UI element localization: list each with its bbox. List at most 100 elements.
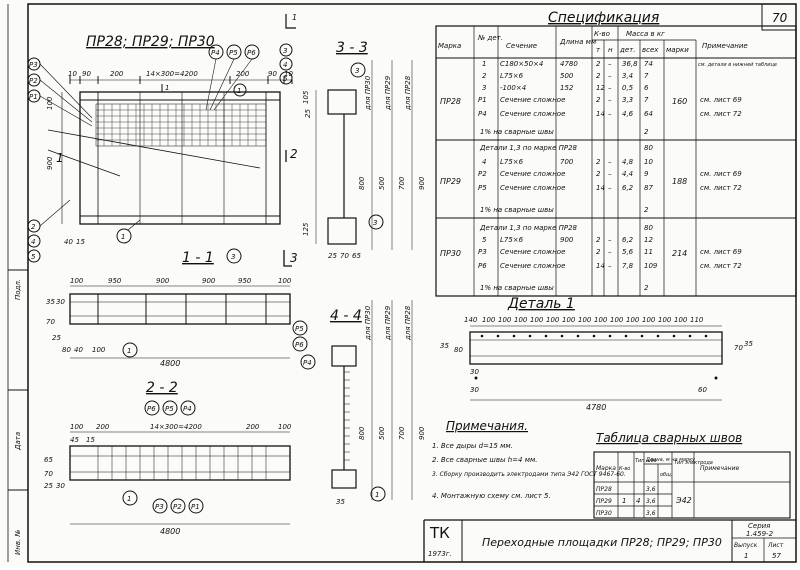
section-1-1-length: 4800 [160,359,180,368]
margin-label-date: Дата [14,432,22,451]
svg-text:100: 100 [546,316,560,324]
svg-text:1: 1 [121,233,125,241]
svg-text:Детали 1,3 по марке ПР28: Детали 1,3 по марке ПР28 [479,144,578,152]
svg-text:2: 2 [644,128,649,136]
side-dim: 25 [52,334,61,342]
detail-1-side-dim: 80 [454,346,463,354]
svg-text:0,5: 0,5 [622,84,634,92]
top-dim: 90 [82,70,91,78]
svg-text:Марка: Марка [596,465,616,472]
direction-arrow [47,129,261,169]
callout-3 [368,214,384,230]
svg-text:100: 100 [70,277,84,285]
section-4-4-top-profile [331,345,357,367]
svg-text:н: н [608,46,613,54]
svg-text:80: 80 [644,144,653,152]
margin-label-stamp: Подл. [14,279,22,300]
svg-text:4: 4 [31,238,35,246]
svg-text:2: 2 [596,158,601,166]
title-block-org: ТК [429,524,450,542]
svg-text:Р3: Р3 [478,248,487,256]
svg-text:6,2: 6,2 [622,236,634,244]
note-item: 4. Монтажную схему см. лист 5. [432,492,551,500]
svg-text:ПР29: ПР29 [440,177,461,186]
svg-text:500: 500 [560,72,574,80]
svg-text:Тип шва: Тип шва [635,458,657,464]
svg-text:70: 70 [340,252,349,260]
svg-text:Сечение: Сечение [506,42,537,50]
svg-text:214: 214 [672,249,687,258]
section-3-3-level-markings: для ПР30 для ПР29 для ПР28 500 700 900 8… [358,60,426,250]
svg-text:4,8: 4,8 [622,158,634,166]
svg-text:см. лист 72: см. лист 72 [700,110,742,118]
svg-text:900: 900 [202,277,216,285]
svg-text:–: – [608,248,612,256]
top-dim: 200 [236,70,250,78]
side-dim: 40 [74,346,83,354]
svg-text:1: 1 [482,60,486,68]
section-2-2-callouts-top: Р6 Р5 Р4 [144,400,196,416]
weld-table-grid [593,451,791,519]
side-dim: 70 [44,470,53,478]
svg-text:5,6: 5,6 [622,248,634,256]
spec-header: Марка № дет. Сечение Длина мм К-во т н М… [438,30,748,54]
svg-text:для ПР29: для ПР29 [384,75,392,111]
svg-text:100: 100 [514,316,528,324]
svg-text:–: – [608,84,612,92]
svg-text:14: 14 [596,184,605,192]
svg-text:Р1: Р1 [478,96,487,104]
svg-text:700: 700 [398,426,406,440]
svg-text:500: 500 [378,176,386,190]
svg-text:–: – [608,170,612,178]
top-cut-mark [285,14,296,29]
svg-text:100: 100 [562,316,576,324]
svg-text:140: 140 [464,316,478,324]
callout-1 [122,342,138,358]
svg-text:Р5: Р5 [165,405,174,413]
svg-text:-100×4: -100×4 [500,84,526,92]
section-4-4-bottom-profile [331,469,357,489]
svg-text:500: 500 [378,426,386,440]
svg-text:для ПР28: для ПР28 [404,305,412,341]
side-dim: 100 [92,346,106,354]
svg-text:Р3: Р3 [155,503,164,511]
detail-1-title: Деталь 1 [507,296,575,312]
detail-1-holes [474,334,718,380]
svg-text:ПР28: ПР28 [596,486,612,493]
svg-text:125: 125 [302,222,310,236]
svg-text:Масса в кг: Масса в кг [626,30,665,38]
svg-text:Р6: Р6 [478,262,487,270]
main-side-dims: 100 900 40 15 [46,92,85,246]
svg-text:–: – [608,60,612,68]
section-2-2-dims-top: 100 200 14×300=4200 200 100 [70,423,292,433]
svg-text:3: 3 [373,219,377,227]
svg-text:700: 700 [398,176,406,190]
title-block-series-label: Серия [748,522,770,530]
cut-mark-3: 3 [290,251,298,265]
svg-text:3,6: 3,6 [646,498,656,505]
margin-label-inv: Инв. № [14,529,22,555]
callout-3 [350,62,366,78]
svg-text:3,6: 3,6 [646,510,656,517]
svg-text:4780: 4780 [560,60,578,68]
svg-text:Примечание: Примечание [702,42,748,50]
side-dim: 30 [56,298,65,306]
svg-text:–: – [608,72,612,80]
svg-text:152: 152 [560,84,574,92]
grating-pattern [95,103,267,147]
svg-text:Р2: Р2 [478,170,487,178]
svg-text:L75×6: L75×6 [500,72,524,80]
svg-text:Р4: Р4 [303,359,312,367]
svg-text:ПР28: ПР28 [440,97,461,106]
svg-text:950: 950 [108,277,122,285]
svg-text:4: 4 [283,61,287,69]
svg-text:100: 100 [278,423,292,431]
svg-text:100: 100 [610,316,624,324]
svg-text:–: – [608,110,612,118]
